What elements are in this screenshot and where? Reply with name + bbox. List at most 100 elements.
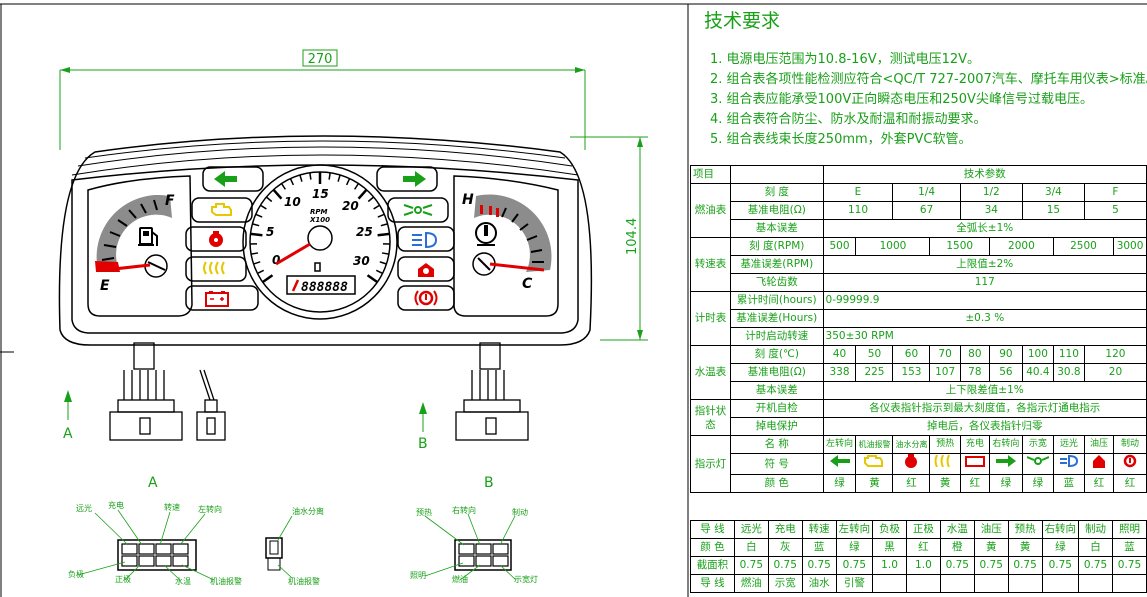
- tach-tick-mark: [381, 252, 390, 255]
- tach-tick-mark: [353, 183, 360, 190]
- svg-text:负极: 负极: [68, 569, 84, 579]
- tach-tick-mark: [289, 178, 295, 186]
- position-light-icon: [403, 204, 433, 216]
- svg-text:充电: 充电: [108, 500, 124, 510]
- svg-text:照明: 照明: [410, 571, 426, 580]
- tach-tick-mark: [367, 196, 375, 203]
- temp-cold-label: C: [522, 276, 533, 292]
- svg-text:预热: 预热: [416, 507, 432, 517]
- brake-icon: [414, 290, 438, 306]
- tach-tick-mark: [379, 261, 387, 265]
- tach-tick-10: 10: [284, 195, 301, 209]
- oil-pressure-icon: [1093, 455, 1105, 468]
- tach-tick-mark: [252, 223, 260, 227]
- right-turn-icon: [995, 455, 1016, 467]
- right-turn-icon: [403, 171, 426, 187]
- coolant-temp-icon: [475, 222, 497, 246]
- tach-tick-mark: [345, 178, 351, 186]
- connector-mid-detail: 油水分离 机油报警: [265, 506, 324, 586]
- wiring-harness: [109, 342, 529, 441]
- glow-plug-icon: [934, 454, 951, 468]
- svg-text:转速: 转速: [164, 502, 180, 512]
- tach-tick-20: 20: [342, 199, 359, 213]
- tachometer: 0 5 10 15 20 25 30 RPM X100 888888: [242, 164, 398, 320]
- tach-tick-mark: [280, 183, 287, 190]
- tach-tick-mark: [366, 274, 379, 284]
- tach-tick-mark: [250, 232, 263, 237]
- tach-tick-0: 0: [272, 253, 280, 267]
- svg-text:右转向: 右转向: [452, 505, 476, 515]
- fuel-full-label: F: [165, 193, 175, 209]
- tach-tick-mark: [377, 213, 385, 218]
- tach-tick-15: 15: [312, 187, 329, 201]
- svg-text:制动: 制动: [512, 507, 528, 517]
- svg-text:机油报警: 机油报警: [210, 576, 242, 586]
- left-turn-icon: [214, 171, 237, 187]
- tach-tick-mark: [255, 213, 263, 218]
- view-arrow-a: A: [63, 390, 73, 442]
- battery-charge-icon: [205, 291, 229, 307]
- tach-x100-label: X100: [309, 216, 330, 224]
- fuel-empty-label: E: [100, 278, 110, 294]
- engine-check-icon: [864, 455, 884, 467]
- requirement-item: 3. 组合表应能承受100V正向瞬态电压和250V尖峰信号过载电压。: [710, 92, 1093, 107]
- view-arrow-b: B: [418, 402, 428, 452]
- view-b-label: B: [484, 475, 494, 491]
- left-indicator-column: [185, 166, 264, 311]
- tach-tick-mark: [250, 252, 259, 255]
- requirement-item: 4. 组合表符合防尘、防水及耐温和耐振动要求。: [710, 112, 987, 127]
- wire-table: 导 线 远光充电转速左转向负极正极水温油压预热右转向制动照明 颜 色 白灰蓝绿黑…: [690, 520, 1147, 593]
- left-turn-icon: [829, 455, 850, 467]
- temp-hot-label: H: [462, 192, 474, 208]
- dimension-width: 270: [59, 49, 586, 150]
- tach-tick-mark: [299, 174, 303, 182]
- tach-tick-30: 30: [353, 254, 370, 268]
- high-beam-icon: [1059, 454, 1078, 468]
- tach-tick-mark: [328, 172, 331, 180]
- svg-text:左转向: 左转向: [198, 504, 222, 514]
- dimension-height-label: 104.4: [625, 218, 640, 255]
- battery-charge-icon: [964, 456, 985, 467]
- requirement-item: 2. 组合表各项性能检测应符合<QC/T 727-2007汽车、摩托车用仪表>标…: [710, 72, 1147, 87]
- svg-text:机油报警: 机油报警: [288, 576, 320, 586]
- requirements-list: 1. 电源电压范围为10.8-16V，测试电压12V。 2. 组合表各项性能检测…: [710, 50, 1147, 150]
- svg-text:燃油: 燃油: [452, 574, 468, 584]
- oil-pressure-icon: [418, 263, 434, 277]
- engine-check-icon: [211, 203, 232, 216]
- tach-tick-mark: [377, 232, 390, 237]
- oil-alarm-icon: [209, 231, 223, 247]
- tach-tick-mark: [260, 204, 267, 210]
- temp-gauge: H C: [453, 175, 559, 317]
- connector-a-detail: 远光 充电 转速 左转向 负极 正极 水温 机油报警: [68, 500, 242, 586]
- svg-text:A: A: [63, 426, 73, 442]
- tach-tick-mark: [375, 269, 383, 275]
- tach-tick-5: 5: [266, 225, 274, 239]
- tach-tick-mark: [257, 269, 265, 275]
- fuel-pump-icon: [138, 227, 158, 246]
- dimension-width-label: 270: [308, 52, 333, 67]
- svg-text:水温: 水温: [175, 576, 191, 586]
- connector-b-detail: 预热 右转向 制动 照明 燃油 示宽灯: [410, 505, 538, 584]
- tach-tick-mark: [357, 188, 368, 200]
- dimension-height: 104.4: [570, 136, 648, 341]
- high-beam-icon: [412, 231, 438, 249]
- tach-tick-mark: [309, 172, 312, 180]
- right-indicator-column: [376, 166, 455, 311]
- svg-text:远光: 远光: [76, 503, 92, 513]
- svg-text:示宽灯: 示宽灯: [514, 574, 538, 584]
- oil-alarm-icon: [905, 454, 918, 468]
- glow-plug-icon: [203, 261, 225, 275]
- tach-tick-mark: [253, 261, 261, 265]
- svg-text:正极: 正极: [115, 574, 131, 584]
- fuel-gauge: F E: [87, 175, 193, 317]
- tach-rpm-label: RPM: [310, 208, 328, 216]
- svg-text:油水分离: 油水分离: [292, 506, 324, 516]
- brake-icon: [1123, 454, 1137, 468]
- tach-tick-mark: [373, 204, 380, 210]
- tach-tick-mark: [380, 223, 388, 227]
- requirement-item: 5. 组合表线束长度250mm，外套PVC软管。: [710, 132, 972, 147]
- tach-tick-25: 25: [356, 225, 373, 239]
- tach-tick-mark: [261, 274, 274, 284]
